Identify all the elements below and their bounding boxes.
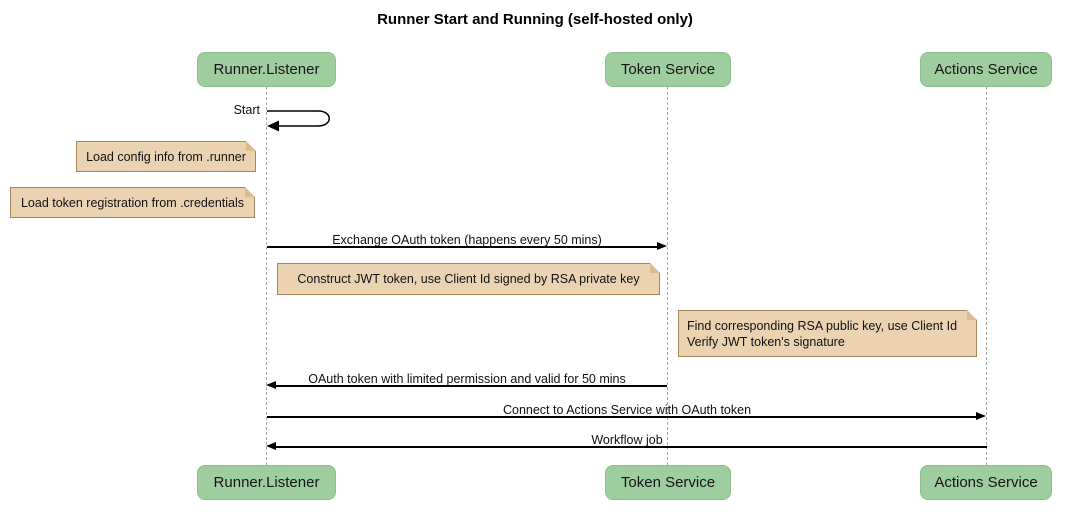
note-text: Load token registration from .credential… (20, 195, 245, 210)
participant-label: Token Service (620, 61, 716, 78)
participant-actions-service-bottom: Actions Service (920, 465, 1052, 500)
participant-actions-service-top: Actions Service (920, 52, 1052, 87)
note-text-line2: Verify JWT token's signature (687, 334, 845, 349)
diagram-title: Runner Start and Running (self-hosted on… (377, 11, 693, 28)
message-workflow-job-line (275, 446, 987, 448)
message-workflow-job-label: Workflow job (591, 433, 663, 447)
participant-label: Runner.Listener (213, 61, 320, 78)
message-oauth-return-line (275, 385, 667, 387)
note-construct-jwt: Construct JWT token, use Client Id signe… (277, 263, 660, 295)
participant-runner-listener-bottom: Runner.Listener (197, 465, 336, 500)
message-connect-actions-label: Connect to Actions Service with OAuth to… (502, 403, 752, 417)
participant-runner-listener-top: Runner.Listener (197, 52, 336, 87)
participant-token-service-bottom: Token Service (605, 465, 731, 500)
message-connect-actions-line (267, 416, 978, 418)
message-exchange-oauth-label: Exchange OAuth token (happens every 50 m… (332, 233, 602, 247)
participant-label: Actions Service (934, 61, 1038, 78)
arrowhead-right-icon (976, 412, 986, 420)
note-text-line1: Find corresponding RSA public key, use C… (687, 318, 958, 333)
note-load-token-registration: Load token registration from .credential… (10, 187, 255, 218)
message-oauth-return-label: OAuth token with limited permission and … (308, 372, 626, 386)
lifeline-runner-listener (266, 87, 267, 465)
note-load-config: Load config info from .runner (76, 141, 256, 172)
arrowhead-left-icon (266, 442, 276, 450)
participant-label: Actions Service (934, 474, 1038, 491)
participant-label: Runner.Listener (213, 474, 320, 491)
arrowhead-right-icon (657, 242, 667, 250)
self-loop-arrow (267, 110, 330, 132)
note-text: Load config info from .runner (86, 149, 246, 164)
message-start-label: Start (233, 103, 260, 117)
arrowhead-left-icon (266, 381, 276, 389)
participant-label: Token Service (620, 474, 716, 491)
participant-token-service-top: Token Service (605, 52, 731, 87)
note-verify-jwt: Find corresponding RSA public key, use C… (678, 310, 977, 357)
lifeline-token-service (667, 87, 668, 465)
note-text: Construct JWT token, use Client Id signe… (297, 272, 640, 286)
lifeline-actions-service (986, 87, 987, 465)
message-exchange-oauth-line (267, 246, 659, 248)
